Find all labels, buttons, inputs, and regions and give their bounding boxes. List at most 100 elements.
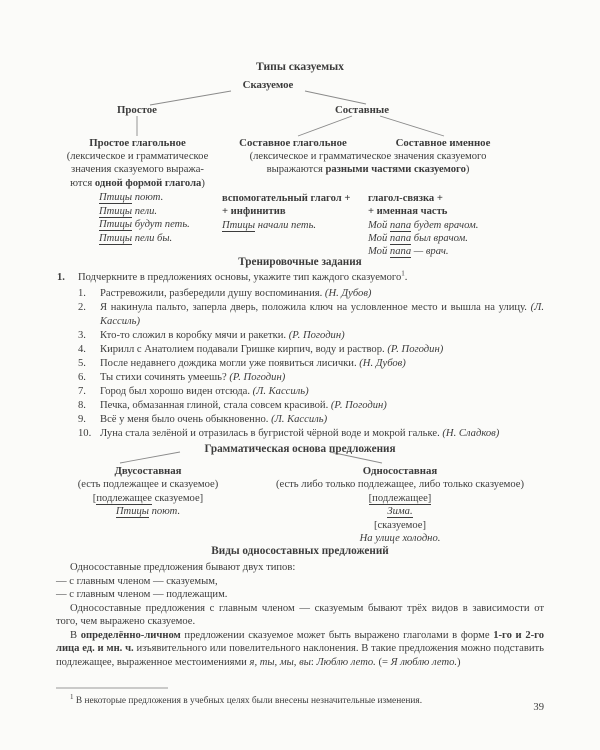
exercise-item: 10. Луна стала зелёной и отразилась в буг… (78, 427, 544, 441)
compound-desc-line1: (лексическое и грамматическое значения с… (249, 151, 487, 162)
paragraph-text: : (310, 656, 317, 668)
sentence-text: Кирилл с Анатолием подавали Гришке кирпи… (100, 344, 388, 355)
sentence-text: Кто-то сложил в коробку мячи и ракетки. (100, 330, 289, 341)
exercise-item: 1.Растревожили, разбередили душу воспоми… (78, 287, 544, 301)
section-title-one-part-kinds: Виды односоставных предложений (211, 545, 389, 557)
term-bold: 1-го и 2-го лица ед. и мн. ч. (56, 629, 544, 655)
item-text: После недавнего дождика могли уже появит… (100, 357, 544, 371)
two-part-scheme: [подлежащее сказуемое] (48, 492, 248, 505)
item-number: 5. (78, 358, 86, 369)
sentence-text: После недавнего дождика могли уже появит… (100, 358, 360, 369)
compound-shared-description: (лексическое и грамматическое значения с… (218, 150, 518, 176)
desc-text: выражаются (266, 164, 326, 176)
two-part-heading: Двусоставная (114, 465, 182, 477)
section-title-grammar-base: Грамматическая основа предложения (204, 443, 396, 455)
item-text: Печка, обмазанная глиной, стала совсем к… (100, 399, 544, 413)
desc-text: ) (201, 177, 205, 189)
example-underlined: Зима. (387, 506, 413, 519)
predicate-text: был врачом. (411, 232, 468, 244)
desc-text: ) (465, 164, 470, 176)
footnote-text: В некоторые предложения в учебных целях … (73, 696, 423, 706)
exercise-item: 8.Печка, обмазанная глиной, стала совсем… (78, 399, 544, 413)
sentence-text: Мой (368, 232, 390, 244)
paragraph: Односоставные предложения бывают двух ти… (70, 562, 296, 573)
item-number: 4. (78, 344, 86, 355)
subject-underlined: папа (389, 219, 412, 232)
paragraph-text: (= (375, 656, 391, 668)
page-number: 39 (533, 702, 544, 713)
predicate-text: поют. (132, 192, 164, 203)
author-attribution: (Р. Погодин) (387, 344, 444, 355)
example-sentence: Птицы поют. (48, 505, 248, 519)
one-part-heading: Односоставная (362, 465, 438, 477)
author-attribution: (Р. Погодин) (288, 330, 345, 341)
item-text: Всё у меня было очень обыкновенно. (Л. К… (100, 413, 544, 427)
list-line: — с главным членом — сказуемым, (56, 575, 218, 587)
item-text: Растревожили, разбередили душу воспомина… (100, 287, 544, 301)
desc-text: ются (70, 177, 95, 189)
paragraph-text: В (70, 629, 81, 641)
item-number: 10. (78, 428, 92, 439)
one-part-predicate-example: На улице холодно. (359, 533, 441, 545)
compound-verbal-heading: Составное глагольное (239, 137, 347, 149)
sentence-text: Город был хорошо виден отсюда. (100, 386, 253, 397)
example-italic: Я люблю лето. (390, 656, 458, 668)
page-title: Типы сказуемых (256, 60, 344, 73)
example-sentence: Птицы пели бы. (99, 232, 229, 246)
sentence-text: Мой (368, 246, 390, 258)
term-bold: определённо-личном (80, 629, 181, 641)
footnote-reference: 1 (401, 269, 405, 278)
paragraph: Односоставные предложения с главным член… (56, 602, 544, 628)
compound-nominal-heading: Составное именное (395, 137, 491, 149)
task-text: Подчеркните в предложениях основы, укажи… (78, 272, 402, 283)
simple-verbal-examples: Птицы поют. Птицы пели. Птицы будут петь… (99, 191, 229, 245)
author-attribution: (Л. Кассиль) (252, 386, 309, 397)
example-sentence: Птицы будут петь. (99, 218, 229, 232)
example-sentence: Птицы поют. (99, 191, 229, 205)
two-part-column: Двусоставная (есть подлежащее и сказуемо… (48, 465, 248, 519)
one-part-subject-label: [подлежащее] (252, 492, 548, 505)
connector-line (149, 90, 232, 106)
formula-line: + именная часть (368, 206, 448, 218)
author-attribution: (Л. Кассиль) (271, 414, 328, 425)
paragraph-text: изъявительного или повелительного наклон… (56, 643, 545, 668)
item-number: 2. (78, 302, 86, 313)
item-text: Я накинула пальто, заперла дверь, положи… (100, 301, 544, 329)
example-sentence: Птицы пели. (99, 205, 229, 219)
simple-verbal-desc-line1: (лексическое и грамматическое (66, 151, 209, 163)
subject-underlined: папа (389, 246, 412, 259)
predicate-text: начали петь. (255, 219, 317, 231)
simple-verbal-desc-line3: ются одной формой глагола) (50, 177, 225, 190)
item-text: Кто-то сложил в коробку мячи и ракетки. … (100, 329, 544, 343)
connector-line (297, 115, 353, 137)
sentence-text: Ты стихи сочинять умеешь? (100, 372, 230, 383)
subject-underlined: Птицы (99, 205, 133, 218)
example-italic: Люблю лето. (316, 656, 376, 668)
predicate-text: пели бы. (132, 232, 173, 244)
branch-label-compound: Составные (334, 104, 390, 116)
sentence-text: Луна стала зелёной и отразилась в бугрис… (100, 428, 443, 439)
example-sentence: Мой папа — врач. (368, 245, 533, 259)
one-part-subject-example: Зима. (252, 505, 548, 519)
exercise-item-list: 1.Растревожили, разбередили душу воспоми… (78, 287, 544, 441)
branch-label-simple: Простое (117, 104, 157, 116)
item-text: Ты стихи сочинять умеешь? (Р. Погодин) (100, 371, 544, 385)
diagram-root-label: Сказуемое (242, 79, 294, 91)
author-attribution: (Л. Кассиль) (100, 302, 544, 327)
exercise-item: 5. После недавнего дождика могли уже появ… (78, 357, 544, 371)
item-number: 7. (78, 386, 86, 397)
sentence-text: Мой (368, 219, 390, 231)
item-text: Кирилл с Анатолием подавали Гришке кирпи… (100, 343, 544, 357)
task-text: . (404, 272, 408, 283)
item-text: Город был хорошо виден отсюда. (Л. Касси… (100, 385, 544, 399)
author-attribution: (Р. Погодин) (229, 372, 286, 383)
exercise-task: 1. Подчеркните в предложениях основы, ук… (57, 269, 544, 283)
exercise-item: 3.Кто-то сложил в коробку мячи и ракетки… (78, 329, 544, 343)
simple-verbal-column: Простое глагольное (лексическое и грамма… (50, 137, 225, 190)
formula-line: + инфинитив (222, 206, 286, 218)
footnote: 1 В некоторые предложения в учебных целя… (56, 693, 544, 707)
list-line: — с главным членом — подлежащим. (56, 589, 228, 600)
sentence-text: Печка, обмазанная глиной, стала совсем к… (100, 400, 331, 411)
section-title-training-tasks: Тренировочные задания (238, 256, 362, 268)
bracket: [ (92, 492, 97, 504)
